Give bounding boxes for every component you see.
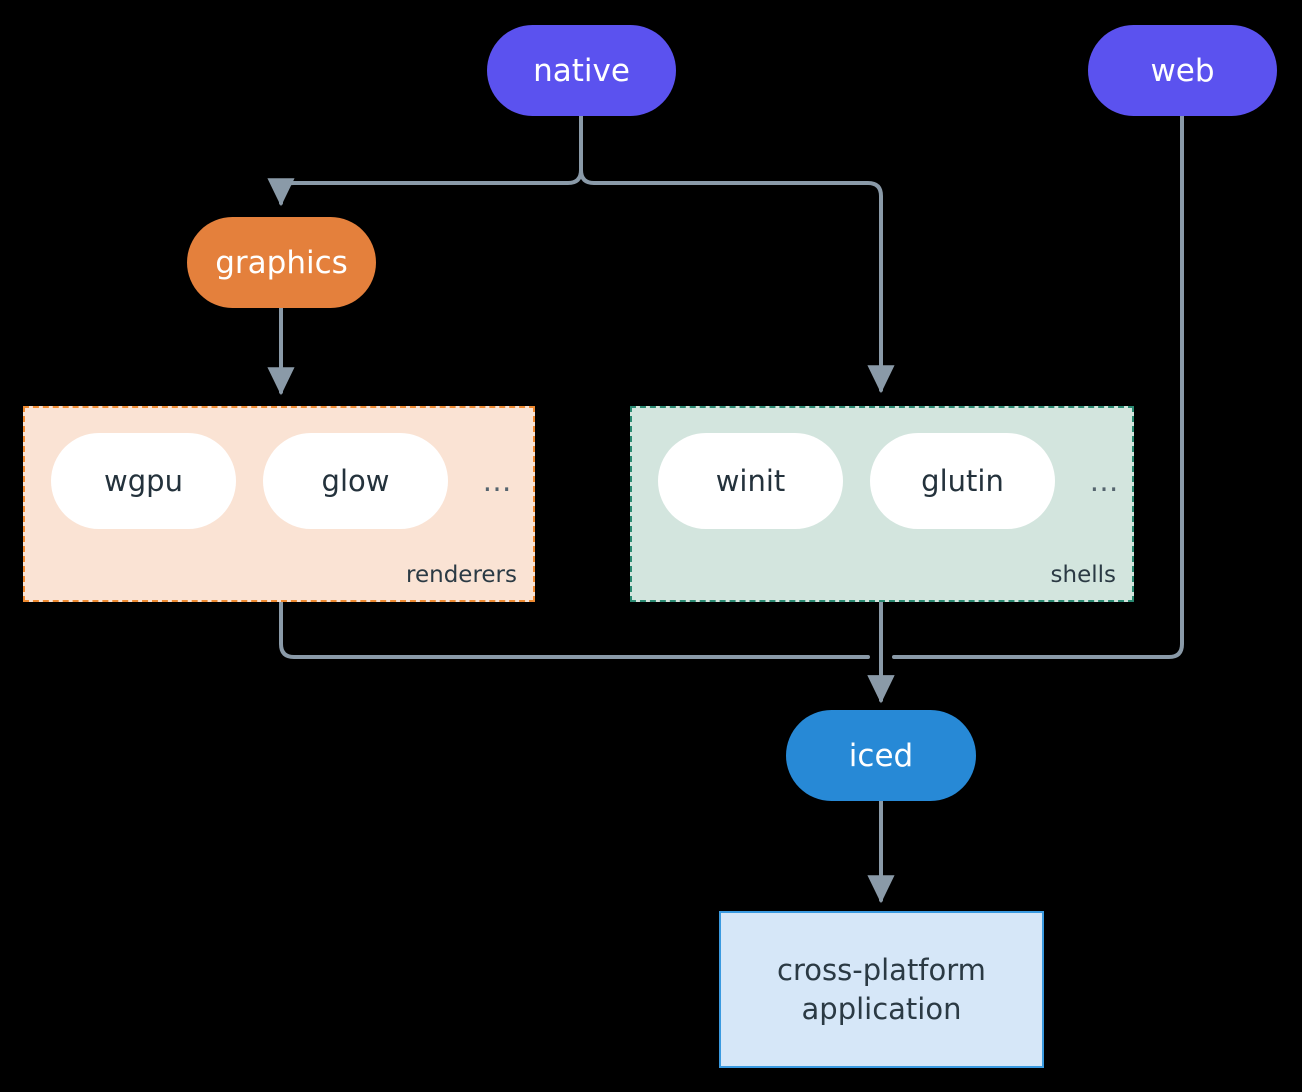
renderer-item-glow[interactable]: glow bbox=[263, 433, 448, 529]
renderers-more-ellipsis: … bbox=[482, 464, 512, 498]
node-web-label: web bbox=[1150, 52, 1215, 89]
node-iced-label: iced bbox=[848, 737, 914, 774]
shell-item-glutin-label: glutin bbox=[921, 464, 1004, 498]
node-native-label: native bbox=[533, 52, 630, 89]
shell-item-winit-label: winit bbox=[715, 464, 786, 498]
shell-item-glutin[interactable]: glutin bbox=[870, 433, 1055, 529]
edge-renderers-to-iced bbox=[279, 600, 870, 659]
node-graphics-label: graphics bbox=[215, 244, 348, 281]
edge-native-to-shells bbox=[579, 168, 895, 394]
group-renderers: wgpu glow … renderers bbox=[23, 406, 535, 602]
node-graphics[interactable]: graphics bbox=[187, 217, 376, 308]
node-iced[interactable]: iced bbox=[786, 710, 976, 801]
renderer-item-wgpu[interactable]: wgpu bbox=[51, 433, 236, 529]
renderer-item-glow-label: glow bbox=[321, 464, 390, 498]
group-shells: winit glutin … shells bbox=[630, 406, 1134, 602]
node-web[interactable]: web bbox=[1088, 25, 1277, 116]
node-application[interactable]: cross-platform application bbox=[719, 911, 1044, 1068]
renderer-item-wgpu-label: wgpu bbox=[104, 464, 183, 498]
shells-more-ellipsis: … bbox=[1089, 464, 1119, 498]
edge-native-bus bbox=[267, 113, 583, 207]
shell-item-winit[interactable]: winit bbox=[658, 433, 843, 529]
group-shells-label: shells bbox=[1050, 562, 1116, 588]
group-renderers-label: renderers bbox=[406, 562, 517, 588]
node-application-label-line2: application bbox=[801, 991, 962, 1026]
node-application-label-line1: cross-platform bbox=[777, 953, 986, 988]
node-native[interactable]: native bbox=[487, 25, 676, 116]
